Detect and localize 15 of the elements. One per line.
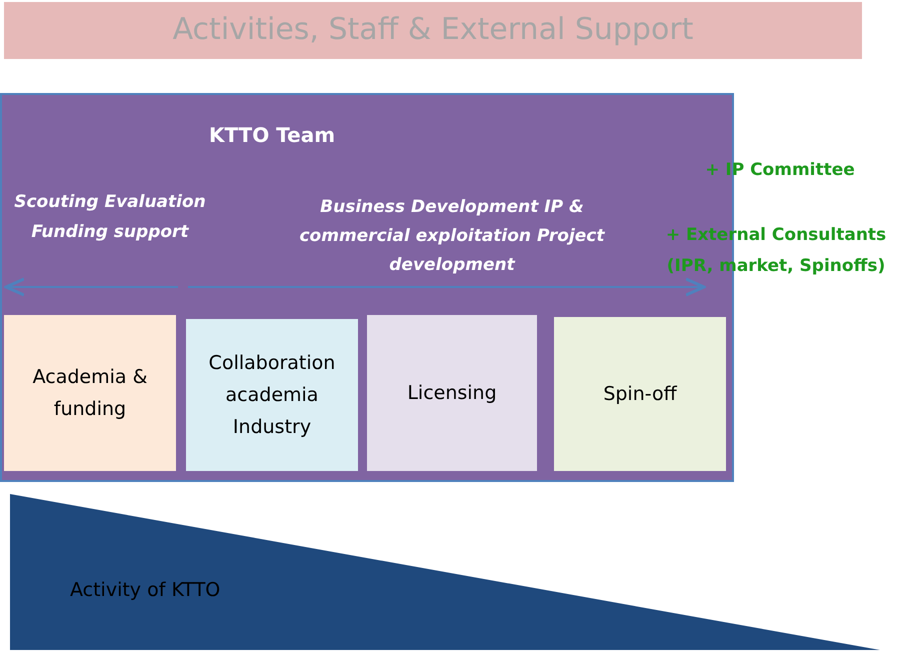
title-text: Activities, Staff & External Support [172, 12, 694, 47]
node-label: Activity of KTTO [70, 579, 222, 601]
node-label: Licensing [406, 381, 498, 406]
node-label: Collaboration academia Industry [208, 351, 336, 440]
activity-box [367, 315, 537, 471]
task-list: Business Development IP & commercial exploitation Project development [292, 193, 612, 280]
panel-heading: KTTO Team [208, 123, 336, 147]
activity-box [186, 319, 358, 471]
node-label: Spin-off [602, 382, 678, 407]
activity-triangle [10, 494, 880, 650]
title-band [4, 2, 862, 59]
activity-box [554, 317, 726, 471]
node-label: Academia & funding [32, 365, 148, 422]
task-list: Scouting Evaluation Funding support [10, 187, 210, 247]
activity-box [4, 315, 176, 471]
